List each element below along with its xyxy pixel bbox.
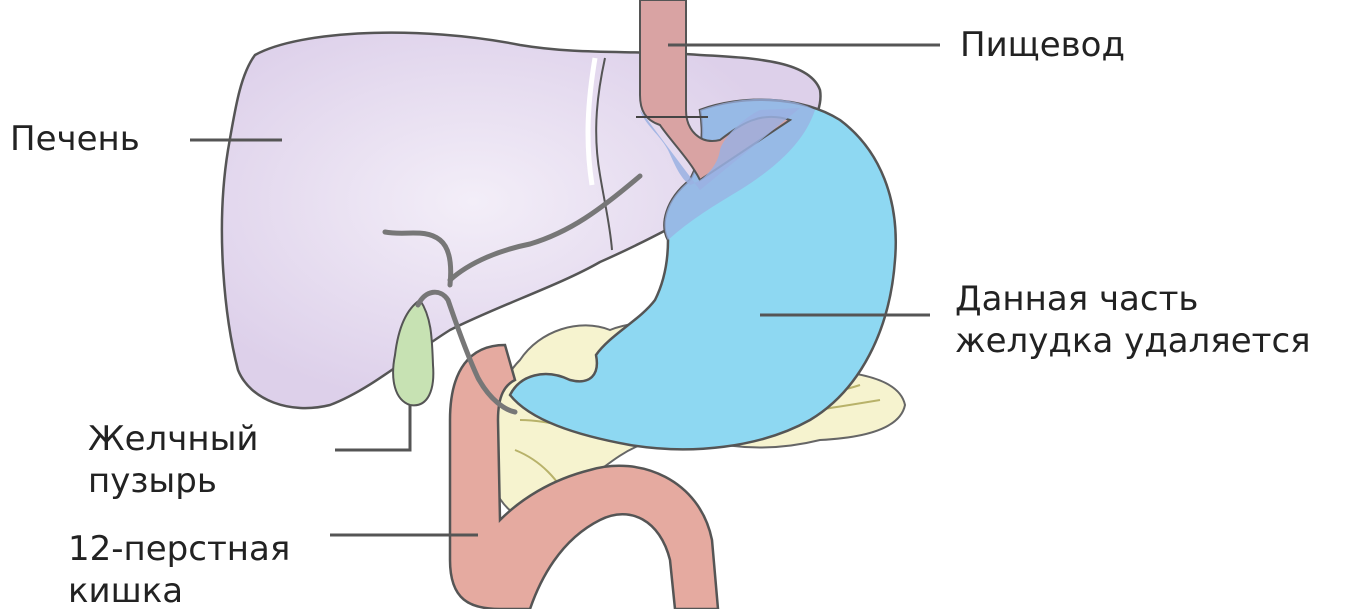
- label-liver: Печень: [10, 118, 140, 160]
- label-gallbladder: Желчный пузырь: [88, 418, 259, 502]
- label-duodenum: 12-перстная кишка: [68, 528, 290, 612]
- label-duodenum-line1: 12-перстная: [68, 528, 290, 570]
- label-gallbladder-line1: Желчный: [88, 418, 259, 460]
- label-esophagus: Пищевод: [960, 24, 1125, 66]
- label-stomach: Данная часть желудка удаляется: [955, 278, 1311, 362]
- leader-line-gallbladder: [335, 405, 410, 450]
- label-stomach-line2: желудка удаляется: [955, 320, 1311, 362]
- label-gallbladder-line2: пузырь: [88, 460, 259, 502]
- label-duodenum-line2: кишка: [68, 570, 290, 612]
- label-stomach-line1: Данная часть: [955, 278, 1311, 320]
